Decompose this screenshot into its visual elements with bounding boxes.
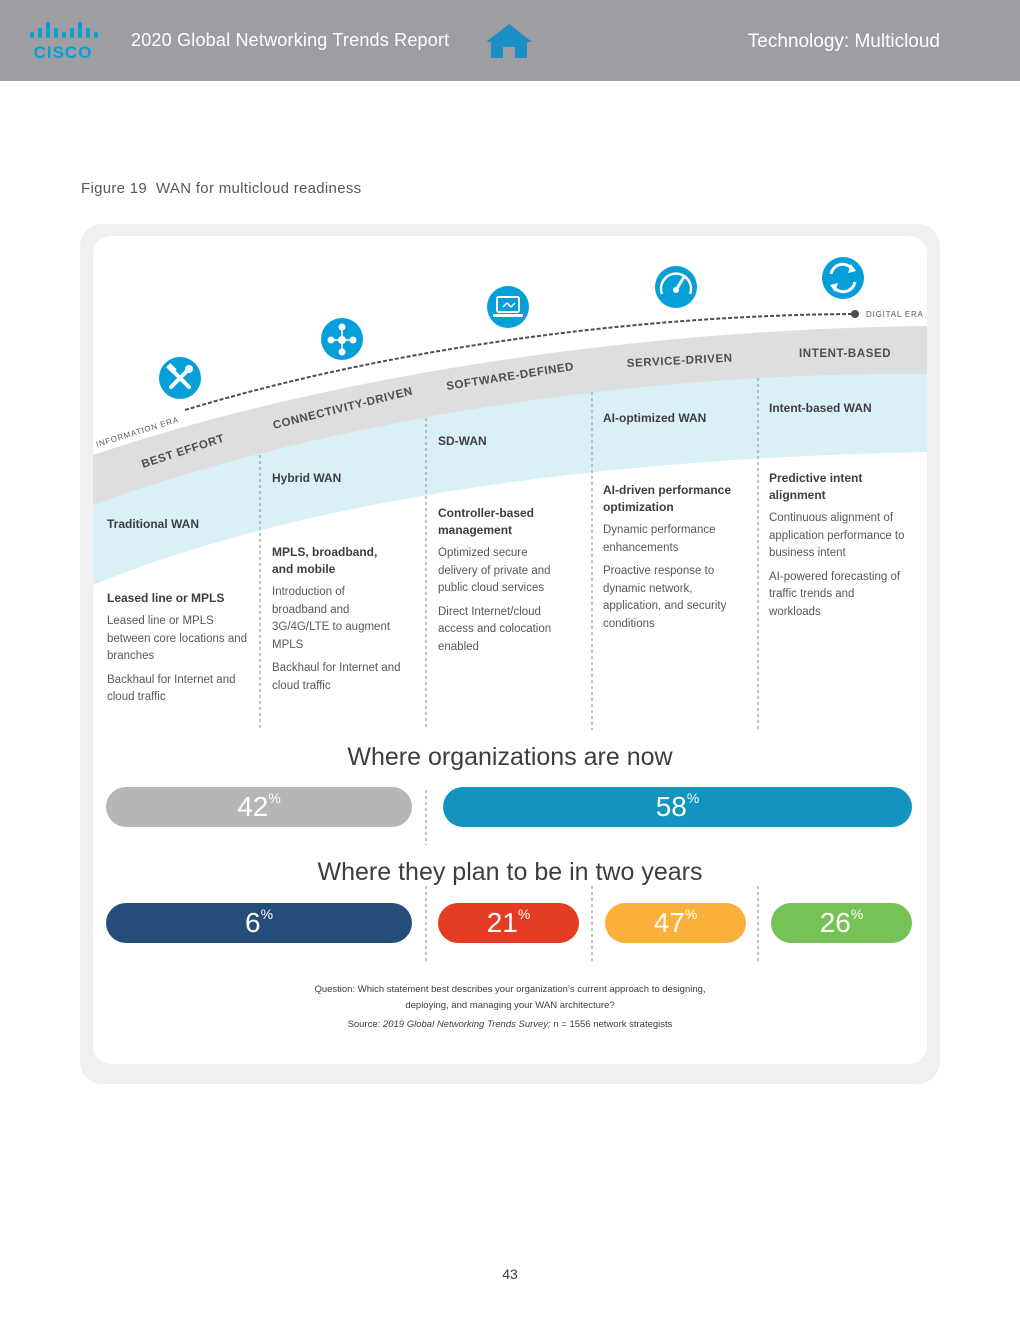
future-pill-ai-optimized: 47% [605, 903, 746, 943]
future-pill-sd-wan: 21% [438, 903, 579, 943]
stage-point: Optimized secure delivery of private and… [438, 547, 551, 594]
percent-sign: % [517, 906, 531, 922]
stage-point: Leased line or MPLS between core locatio… [107, 615, 248, 662]
cisco-logo: CISCO [30, 22, 98, 62]
pill-value: 42 [237, 791, 269, 822]
stage-heading: Leased line or MPLS [107, 591, 225, 605]
cisco-wordmark: CISCO [34, 43, 93, 62]
stage-heading: Controller-based management [438, 506, 535, 537]
stage-heading: AI-driven performance optimization [603, 483, 732, 514]
stage-column-software-defined: Controller-based management Optimized se… [438, 505, 578, 662]
stage-column-connectivity-driven: MPLS, broadband, and mobile Introduction… [272, 544, 412, 701]
figure-caption: Figure 19 WAN for multicloud readiness [81, 180, 361, 197]
survey-source: Source: 2019 Global Networking Trends Su… [200, 1017, 820, 1033]
wan-type-hybrid: Hybrid WAN [272, 471, 342, 485]
percent-sign: % [684, 906, 698, 922]
stage-point: Introduction of broadband and 3G/4G/LTE … [272, 586, 391, 651]
stage-point: Dynamic performance enhancements [603, 524, 716, 554]
header-bar: CISCO 2020 Global Networking Trends Repo… [0, 0, 1020, 81]
now-heading: Where organizations are now [347, 743, 673, 771]
report-title: 2020 Global Networking Trends Report [131, 30, 450, 50]
page-number: 43 [502, 1266, 518, 1282]
figure-title-keyword: WAN [156, 180, 192, 197]
future-pill-intent-based: 26% [771, 903, 912, 943]
figure-title-rest: for multicloud readiness [195, 180, 362, 197]
stage-heading: Predictive intent alignment [769, 471, 863, 502]
percent-sign: % [850, 906, 864, 922]
pill-value: 6 [244, 907, 261, 938]
section-title: Technology: Multicloud [747, 31, 940, 52]
wan-type-traditional: Traditional WAN [107, 517, 200, 531]
stage-point: Continuous alignment of application perf… [769, 512, 905, 559]
stage-heading: MPLS, broadband, and mobile [272, 545, 378, 576]
percent-sign: % [686, 790, 700, 806]
percent-sign: % [260, 906, 274, 922]
pill-value: 47 [653, 907, 685, 938]
stage-column-intent-based: Predictive intent alignment Continuous a… [769, 470, 914, 627]
source-rest: n = 1556 network strategists [553, 1019, 673, 1030]
future-pill-traditional: 6% [106, 903, 412, 943]
source-title: 2019 Global Networking Trends Survey; [382, 1019, 551, 1030]
future-heading: Where they plan to be in two years [317, 858, 703, 886]
wan-type-sd-wan: SD-WAN [438, 434, 487, 448]
pill-value: 58 [655, 791, 687, 822]
stage-point: Backhaul for Internet and cloud traffic [107, 673, 236, 704]
stage-point: Backhaul for Internet and cloud traffic [272, 662, 401, 692]
stage-point: AI-powered forecasting of traffic trends… [769, 570, 901, 618]
now-pill-modern: 58% [443, 787, 912, 827]
wan-type-intent-based: Intent-based WAN [769, 401, 872, 415]
percent-sign: % [268, 790, 281, 806]
stage-point: Proactive response to dynamic network, a… [603, 565, 727, 630]
pill-value: 26 [819, 907, 851, 938]
stage-column-service-driven: AI-driven performance optimization Dynam… [603, 482, 748, 639]
wan-type-ai-optimized: AI-optimized WAN [603, 411, 707, 425]
figure-number: Figure 19 [81, 180, 148, 197]
stage-point: Direct Internet/cloud access and colocat… [438, 605, 552, 653]
survey-question: Question: Which statement best describes… [314, 984, 706, 1011]
home-icon[interactable] [484, 22, 534, 60]
now-pill-traditional: 42% [106, 787, 412, 827]
stage-column-best-effort: Leased line or MPLS Leased line or MPLS … [107, 590, 255, 713]
pill-value: 21 [486, 907, 518, 938]
source-prefix: Source: [347, 1019, 381, 1030]
